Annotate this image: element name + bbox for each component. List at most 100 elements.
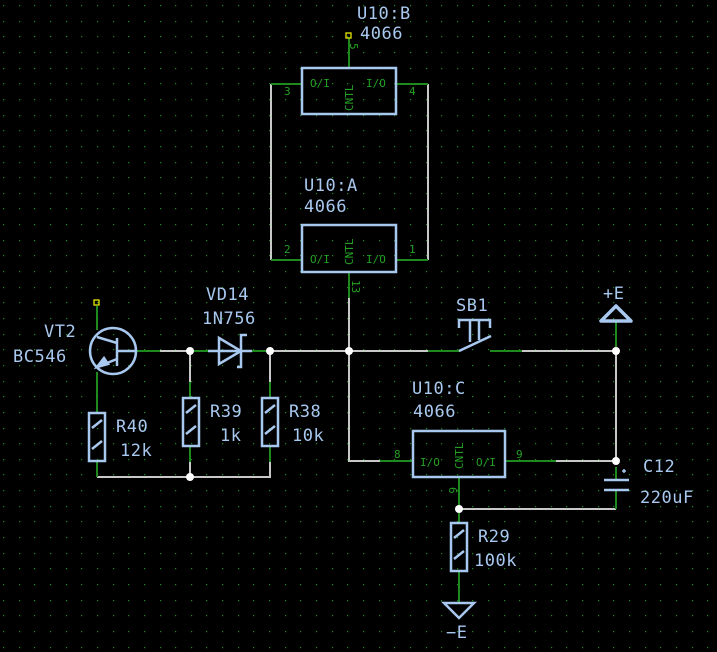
- grid-dot: [332, 537, 334, 539]
- positive-supply-symbol[interactable]: [599, 304, 633, 323]
- grid-dot: [238, 162, 240, 164]
- grid-dot: [191, 396, 193, 398]
- grid-dot: [426, 224, 428, 226]
- grid-dot: [707, 584, 709, 586]
- grid-dot: [519, 255, 521, 257]
- grid-dot: [191, 443, 193, 445]
- grid-dot: [347, 568, 349, 570]
- grid-dot: [692, 318, 694, 320]
- grid-dot: [410, 381, 412, 383]
- grid-dot: [535, 162, 537, 164]
- grid-dot: [50, 271, 52, 273]
- grid-dot: [363, 99, 365, 101]
- grid-dot: [97, 459, 99, 461]
- vd14-zener-symbol[interactable]: [208, 333, 252, 369]
- grid-dot: [206, 396, 208, 398]
- grid-dot: [19, 240, 21, 242]
- grid-dot: [426, 36, 428, 38]
- grid-dot: [707, 615, 709, 617]
- grid-dot: [316, 412, 318, 414]
- grid-dot: [347, 255, 349, 257]
- grid-dot: [394, 428, 396, 430]
- u10c-body[interactable]: [411, 429, 507, 479]
- grid-dot: [426, 52, 428, 54]
- grid-dot: [645, 443, 647, 445]
- vt2-transistor-symbol[interactable]: [88, 326, 138, 376]
- grid-dot: [379, 365, 381, 367]
- grid-dot: [457, 318, 459, 320]
- grid-dot: [629, 521, 631, 523]
- grid-dot: [97, 287, 99, 289]
- wire-resistor-bottom-bus[interactable]: [97, 462, 271, 478]
- grid-dot: [66, 193, 68, 195]
- grid-dot: [441, 412, 443, 414]
- grid-dot: [66, 255, 68, 257]
- grid-dot: [613, 443, 615, 445]
- grid-dot: [363, 36, 365, 38]
- grid-dot: [144, 412, 146, 414]
- grid-dot: [363, 52, 365, 54]
- grid-dot: [551, 21, 553, 23]
- grid-dot: [316, 36, 318, 38]
- grid-dot: [551, 349, 553, 351]
- r29-resistor-symbol[interactable]: [449, 521, 469, 573]
- r38-resistor-symbol[interactable]: [260, 396, 280, 448]
- grid-dot: [128, 36, 130, 38]
- grid-dot: [629, 130, 631, 132]
- grid-dot: [3, 193, 5, 195]
- grid-dot: [504, 146, 506, 148]
- wire-ctrl-node-to-u10c[interactable]: [348, 298, 380, 462]
- grid-dot: [410, 130, 412, 132]
- grid-dot: [629, 177, 631, 179]
- grid-dot: [660, 568, 662, 570]
- grid-dot: [113, 381, 115, 383]
- grid-dot: [488, 83, 490, 85]
- grid-dot: [692, 600, 694, 602]
- u10b-body[interactable]: [300, 66, 398, 116]
- r39-resistor-symbol[interactable]: [181, 396, 201, 448]
- grid-dot: [191, 271, 193, 273]
- grid-dot: [66, 68, 68, 70]
- grid-dot: [660, 146, 662, 148]
- sb1-pushbutton-symbol[interactable]: [457, 318, 492, 353]
- grid-dot: [660, 381, 662, 383]
- grid-dot: [316, 474, 318, 476]
- r40-resistor-symbol[interactable]: [87, 411, 107, 463]
- grid-dot: [410, 21, 412, 23]
- c12-capacitor-symbol[interactable]: [604, 469, 629, 492]
- grid-dot: [582, 224, 584, 226]
- grid-dot: [97, 193, 99, 195]
- grid-dot: [316, 568, 318, 570]
- grid-dot: [332, 130, 334, 132]
- grid-dot: [113, 365, 115, 367]
- grid-dot: [692, 584, 694, 586]
- grid-dot: [238, 115, 240, 117]
- grid-dot: [660, 302, 662, 304]
- grid-dot: [441, 521, 443, 523]
- grid-dot: [144, 130, 146, 132]
- grid-dot: [160, 99, 162, 101]
- negative-supply-symbol[interactable]: [440, 601, 478, 620]
- grid-dot: [34, 600, 36, 602]
- grid-dot: [692, 287, 694, 289]
- grid-dot: [488, 36, 490, 38]
- grid-dot: [426, 412, 428, 414]
- grid-dot: [81, 459, 83, 461]
- grid-dot: [332, 474, 334, 476]
- grid-dot: [441, 52, 443, 54]
- grid-dot: [379, 459, 381, 461]
- grid-dot: [394, 146, 396, 148]
- grid-dot: [551, 162, 553, 164]
- grid-dot: [363, 177, 365, 179]
- grid-dot: [566, 474, 568, 476]
- grid-dot: [707, 474, 709, 476]
- grid-dot: [535, 631, 537, 633]
- grid-dot: [410, 615, 412, 617]
- grid-dot: [300, 115, 302, 117]
- grid-dot: [457, 68, 459, 70]
- u10a-body[interactable]: [300, 223, 398, 274]
- grid-dot: [582, 115, 584, 117]
- grid-dot: [707, 647, 709, 649]
- grid-dot: [488, 615, 490, 617]
